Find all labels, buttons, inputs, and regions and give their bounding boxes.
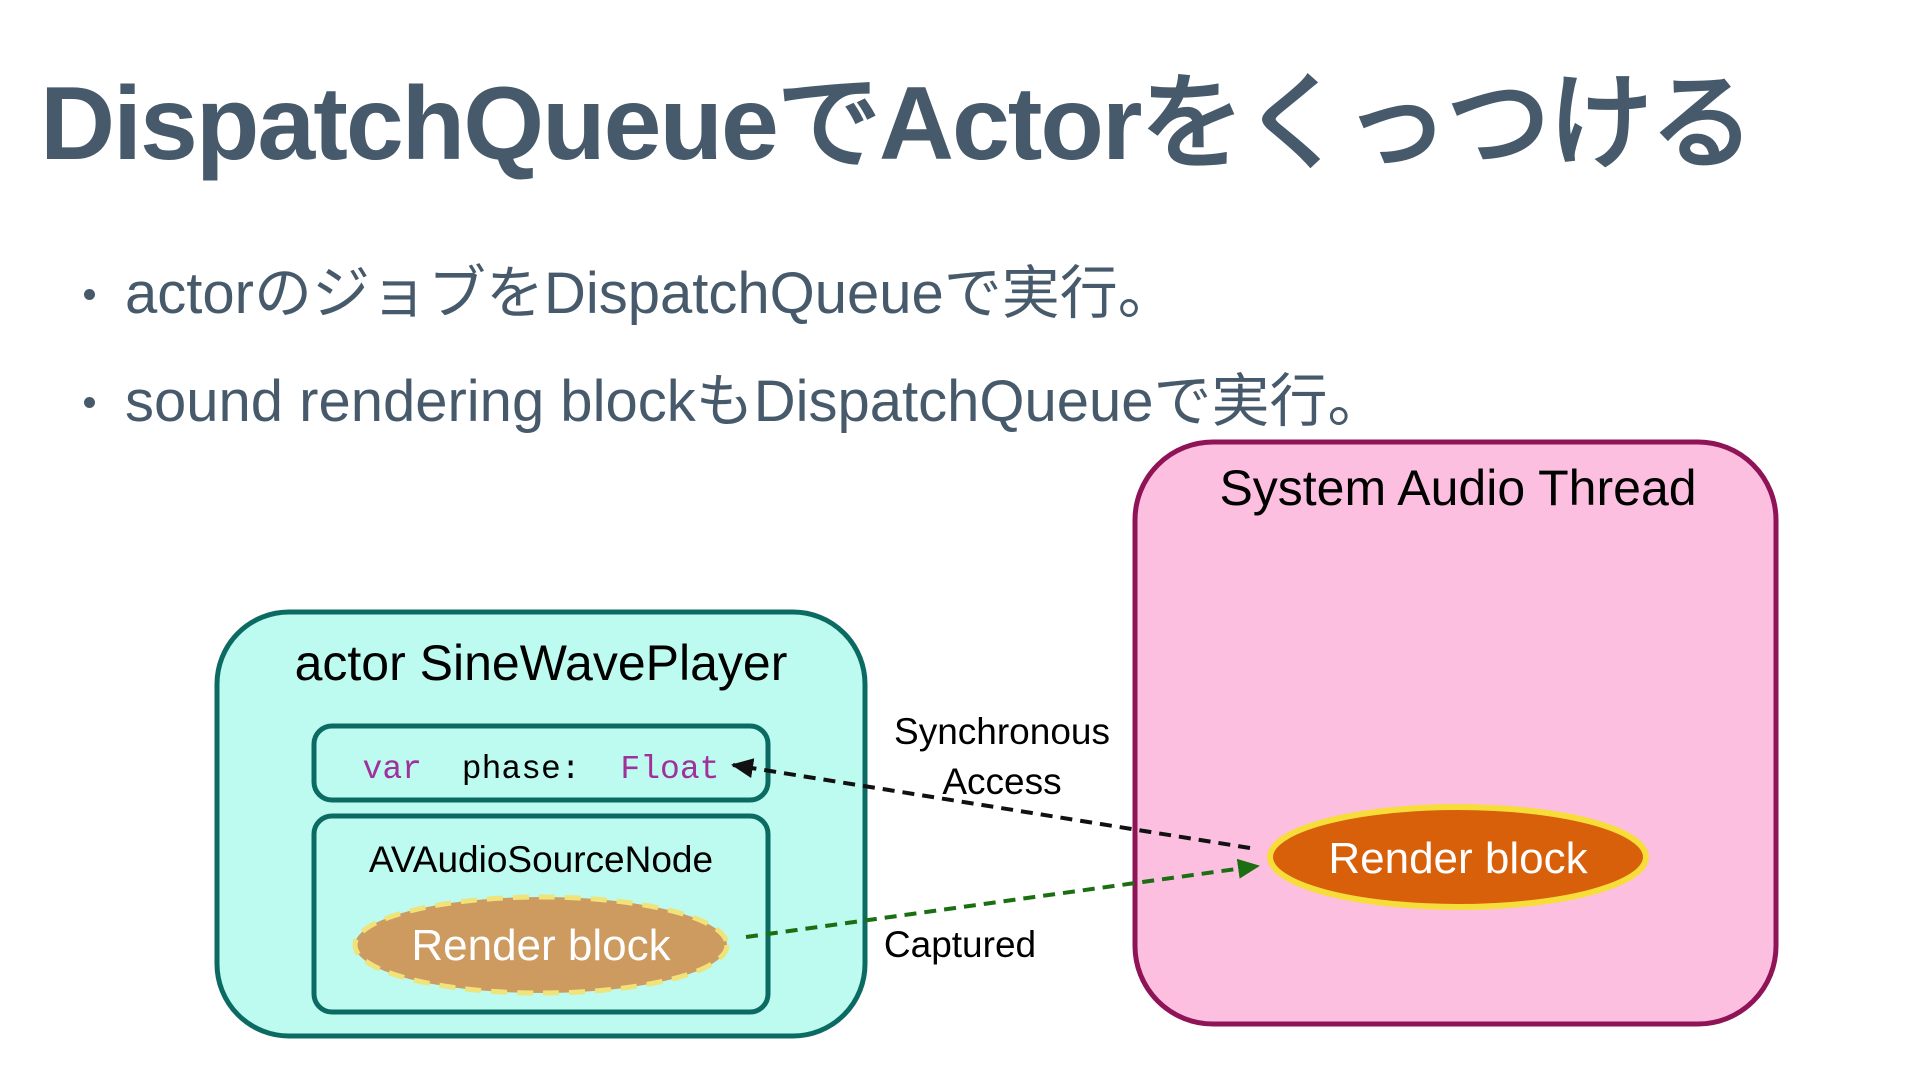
captured-label: Captured: [884, 924, 1036, 965]
system-box-label: System Audio Thread: [1219, 460, 1696, 516]
source-node-box: [311, 813, 771, 1015]
system-audio-thread-box: System Audio Thread Render block: [1132, 439, 1779, 1027]
synchronous-access-label-line2: Access: [942, 761, 1061, 802]
property-type: Float: [620, 751, 719, 788]
captured-render-block: [352, 894, 730, 996]
actor-box-label: actor SineWavePlayer: [295, 635, 788, 691]
bullet-item: sound rendering blockもDispatchQueueで実行。: [78, 348, 1386, 456]
bullet-text: actorのジョブをDispatchQueueで実行。: [125, 261, 1176, 326]
slide-title: DispatchQueueでActorをくっつける: [40, 66, 1754, 182]
source-node-label: AVAudioSourceNode: [369, 839, 713, 880]
bullet-dot-icon: [84, 396, 95, 408]
property-declaration: var phase: Float: [363, 751, 720, 788]
bullet-item: actorのジョブをDispatchQueueで実行。: [78, 240, 1386, 348]
actor-box: actor SineWavePlayer var phase: Float AV…: [214, 609, 868, 1039]
bullet-dot-icon: [84, 288, 95, 300]
synchronous-access-label-line1: Synchronous: [894, 711, 1110, 752]
property-name: phase:: [462, 751, 581, 788]
property-keyword: var: [363, 751, 422, 788]
captured-render-block-label: Render block: [411, 921, 671, 970]
captured-arrow: [745, 858, 1260, 939]
bullet-list: actorのジョブをDispatchQueueで実行。 sound render…: [78, 240, 1386, 456]
system-box-frame: [1132, 439, 1779, 1027]
property-box: [311, 723, 771, 803]
synchronous-access-arrow: [731, 758, 1251, 850]
bullet-text: sound rendering blockもDispatchQueueで実行。: [125, 369, 1386, 434]
system-render-block: [1267, 804, 1649, 910]
system-render-block-label: Render block: [1328, 834, 1588, 883]
